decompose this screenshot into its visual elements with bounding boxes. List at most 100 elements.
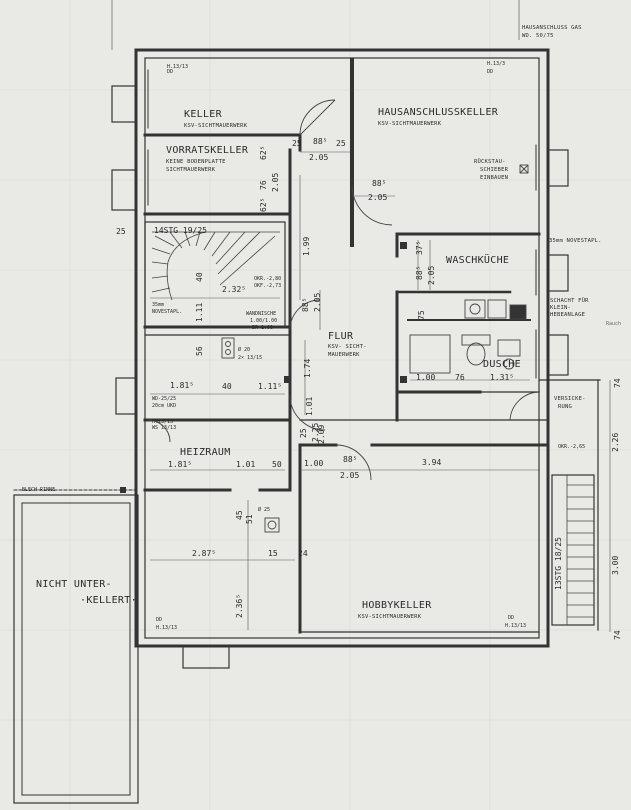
light-well	[111, 85, 137, 123]
pipe-note1: Ø 20	[238, 347, 251, 353]
pipe-note2: 2× 13/15	[238, 355, 263, 361]
dim-174: 1.74	[303, 358, 312, 378]
dim-375: 37⁵	[415, 240, 424, 255]
okr-note2: OKF.-2,73	[254, 283, 282, 289]
schacht-note1: SCHACHT FÜR	[550, 298, 589, 304]
dim-885-c: 88⁵	[301, 297, 310, 312]
sink	[487, 299, 507, 319]
dim-2365: 2.36⁵	[235, 593, 244, 618]
nicht-unterkellert-label2: ·KELLERT·	[80, 595, 137, 606]
wd-note2: 20cm UKD	[152, 403, 177, 409]
hobbykeller-sub: KSV-SICHTMAUERWERK	[358, 614, 422, 620]
heizraum-label: HEIZRAUM	[180, 447, 231, 458]
gas-connection-wd: WD. 50/75	[522, 33, 554, 39]
dim-100-b: 1.00	[304, 459, 324, 468]
gas-connection-note: HAUSANSCHLUSS GAS	[522, 25, 582, 31]
hobby-tag-left1: DD	[156, 617, 163, 623]
vorratskeller-sub2: SICHTMAUERWERK	[166, 167, 216, 173]
dim-56: 56	[195, 346, 204, 356]
keller-tag: H.13/13 DD	[167, 64, 189, 75]
dim-24: 24	[298, 549, 308, 558]
dim-226: 2.26	[611, 432, 620, 452]
hausanschlusskeller-label: HAUSANSCHLUSSKELLER	[378, 107, 499, 118]
rueckstau-l3: EINBAUEN	[480, 175, 509, 181]
washing-machine	[464, 299, 486, 319]
pipe-note3: Ø 25	[258, 507, 271, 513]
wc-basin	[497, 339, 521, 357]
dim-1115: 1.11⁵	[258, 382, 283, 391]
door-swing	[351, 184, 393, 226]
waschkueche-label: WASCHKÜCHE	[446, 255, 510, 266]
novestapl-left2: NOVESTAPL.	[152, 309, 183, 315]
versicker-note2: RUNG	[558, 404, 573, 410]
dim-100-a: 1.00	[416, 373, 436, 382]
keller-sub: KSV-SICHTMAUERWERK	[184, 123, 248, 129]
shower-tray	[409, 334, 451, 374]
wandnische-note3: BR 1.00	[252, 325, 274, 331]
dim-885-b: 88⁵	[372, 179, 387, 188]
dim-885-e: 88⁵	[343, 455, 358, 464]
light-well	[547, 334, 569, 376]
rueckstau-l2: SCHIEBER	[480, 167, 509, 173]
toilet	[466, 342, 486, 366]
sanitary-fixtures	[221, 164, 529, 533]
toilet-tank	[461, 334, 491, 346]
dusche-label: DUSCHE	[483, 359, 521, 370]
hausanschlusskeller-sub: KSV-SICHTMAUERWERK	[378, 121, 442, 127]
outer-stair-treads	[566, 475, 594, 625]
stair-note: 14STG 19/25	[154, 226, 207, 235]
vorratskeller-sub1: KEINE BODENPLATTE	[166, 159, 226, 165]
rueckstau-box	[519, 164, 529, 174]
novestapl-right: 35mm NOVESTAPL.	[549, 238, 602, 244]
ws-note: WS 13/13	[152, 425, 177, 431]
dim-1815-a: 1.81⁵	[170, 381, 195, 390]
door-swing	[289, 394, 326, 431]
walls	[13, 48, 601, 804]
tag-h1: H.13/13	[152, 419, 174, 425]
spiral-stair	[151, 231, 280, 301]
dim-199: 1.99	[302, 236, 311, 256]
dim-51: 51	[245, 514, 254, 524]
nicht-unterkellert-label1: NICHT UNTER-	[36, 579, 112, 590]
door-swing	[509, 391, 541, 421]
nicht-unterkellert-outline	[13, 494, 139, 804]
dim-15: 15	[268, 549, 278, 558]
wandnische-box	[221, 337, 235, 359]
dim-101-a: 1.01	[305, 396, 314, 416]
corner-posts	[120, 242, 407, 493]
dim-74-b: 74	[613, 630, 622, 640]
dim-1815-b: 1.81⁵	[168, 460, 193, 469]
schacht-note3: HEBEANLAGE	[550, 312, 586, 318]
dim-625-b: 62⁵	[259, 197, 268, 212]
dim-1315: 1.31⁵	[490, 373, 515, 382]
hobby-tag-right2: H.13/13	[505, 623, 527, 629]
dim-101-b: 1.01	[236, 460, 256, 469]
wandnische-note2: 1.00/1.00	[250, 318, 278, 324]
outer-stair-note: 13STG 18/25	[554, 537, 563, 590]
doors	[147, 99, 541, 481]
flur-sub2: MAUERWERK	[328, 352, 360, 358]
hobby-tag-left2: H.13/13	[156, 625, 178, 631]
hobbykeller-label: HOBBYKELLER	[362, 600, 432, 611]
hak-tag1: H.13/3	[487, 61, 506, 67]
dim-300: 3.00	[611, 555, 620, 575]
dim-25-d: 25	[299, 428, 308, 438]
rueckstau-l1: RÜCKSTAU-	[474, 159, 506, 165]
dimension-lines	[150, 151, 611, 632]
outer-wall-inner	[144, 57, 540, 639]
flur-label: FLUR	[328, 331, 354, 342]
hand-note: Rauch	[606, 321, 622, 327]
dim-76-b: 76	[455, 373, 465, 382]
light-well	[547, 149, 569, 187]
versicker-note1: VERSICKE-	[554, 396, 586, 402]
okr-note3: OKR.-2,65	[558, 444, 586, 450]
okr-note1: OKR.-2,80	[254, 276, 282, 282]
light-well	[115, 377, 137, 415]
outer-stairs	[551, 474, 595, 626]
flur-sub1: KSV- SICHT-	[328, 344, 367, 350]
light-well	[547, 254, 569, 292]
dim-455: 45	[235, 510, 244, 520]
light-well	[111, 169, 137, 211]
